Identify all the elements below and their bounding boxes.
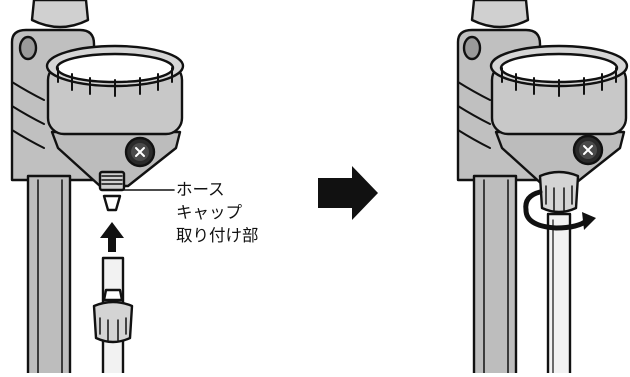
handle-grip (30, 0, 90, 29)
callout-line-3: 取り付け部 (176, 226, 259, 245)
pole (472, 174, 518, 373)
up-arrow-icon (100, 222, 124, 252)
hose-cap-attachment-label: ホース キャップ 取り付け部 (176, 178, 259, 247)
left-step-panel (10, 0, 185, 373)
hose-coupling (92, 300, 134, 344)
right-arrow-icon (318, 166, 378, 220)
hose (546, 212, 572, 373)
hose-coupling (538, 170, 580, 214)
handle-grip (470, 0, 530, 29)
hose-cap-mount (98, 170, 126, 192)
rotate-arrow-icon (523, 207, 591, 231)
right-step-panel (456, 0, 629, 373)
callout-line-1: ホース (176, 180, 225, 199)
callout-line-2: キャップ (176, 203, 242, 222)
pole (26, 174, 72, 373)
